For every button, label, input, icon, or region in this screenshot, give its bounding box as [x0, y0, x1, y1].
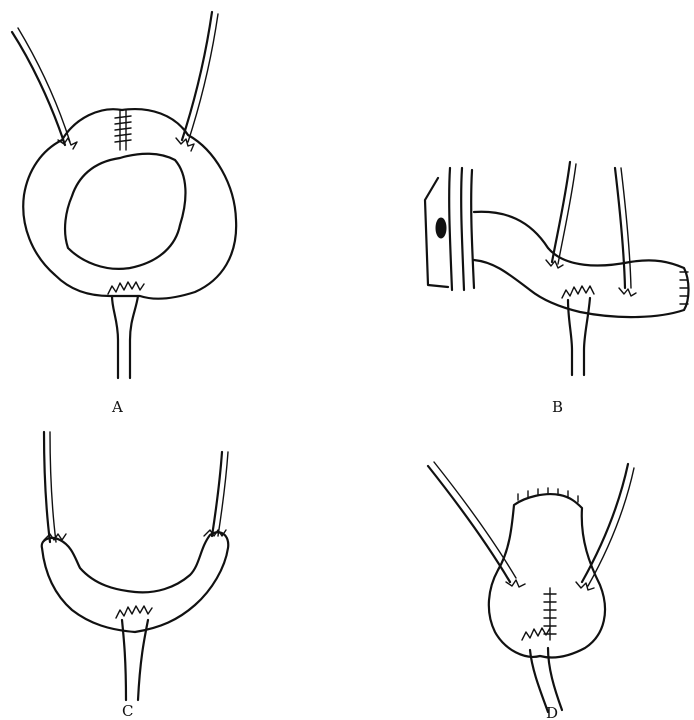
panel-b-label: B: [552, 398, 563, 416]
panel-d-bottom-stalk: [522, 628, 562, 712]
panel-d-left-suture: [428, 462, 525, 587]
panel-c-left-suture: [44, 432, 56, 542]
panel-c-u-shaped-bowel: [42, 532, 229, 632]
panel-c: C: [42, 432, 229, 720]
panel-d-right-suture: [576, 464, 634, 590]
panel-d-label: D: [546, 704, 558, 720]
panel-d-midline-suture: [544, 588, 556, 640]
panel-a-right-suture: [176, 12, 218, 151]
panel-b-stoma-mark: [436, 218, 446, 238]
panel-a-top-suture-line: [115, 110, 131, 150]
panel-a-inner-opening: [65, 154, 185, 269]
panel-c-bottom-stalk: [116, 606, 152, 700]
panel-c-right-suture: [212, 452, 228, 536]
panel-a: A: [12, 12, 236, 416]
panel-b-wall-layers: [425, 168, 474, 290]
panel-a-outer-ring: [23, 109, 236, 299]
panel-b-bowel-segment: [474, 212, 689, 317]
panel-b-bottom-stalk: [562, 286, 594, 375]
panel-b: B: [425, 162, 689, 416]
panel-a-label: A: [111, 398, 123, 416]
panel-b-right-suture: [615, 168, 636, 296]
panel-c-label: C: [122, 702, 133, 720]
panel-d: D: [428, 462, 634, 720]
